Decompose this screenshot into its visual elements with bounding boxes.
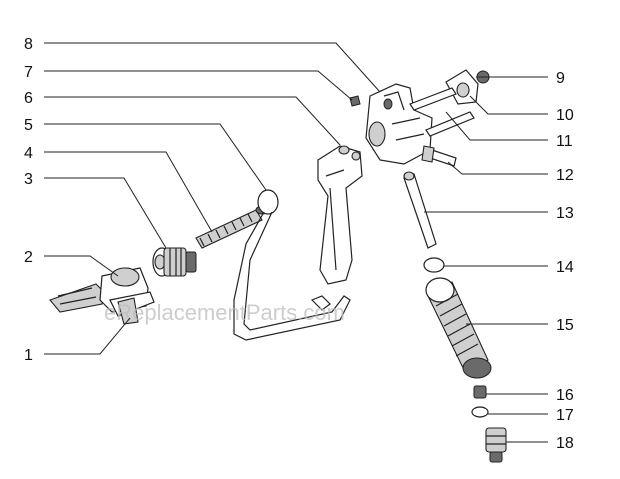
part-filter [473, 385, 487, 399]
callout-14: 14 [556, 259, 574, 276]
part-gun-head [365, 83, 433, 165]
callout-1: 1 [24, 347, 33, 364]
leader-lines [44, 42, 548, 443]
part-tip-guard [49, 267, 155, 325]
part-tip-housing [152, 247, 197, 277]
part-fluid-tube [403, 171, 437, 249]
part-inlet-fitting [485, 427, 507, 463]
callout-7: 7 [24, 64, 33, 81]
part-trigger-lock [445, 69, 479, 105]
callout-18: 18 [556, 435, 574, 452]
callout-9: 9 [556, 70, 565, 87]
part-trigger [233, 189, 351, 341]
callout-4: 4 [24, 145, 33, 162]
callout-17: 17 [556, 407, 574, 424]
callout-3: 3 [24, 171, 33, 188]
part-o-ring [423, 257, 445, 273]
callout-8: 8 [24, 36, 33, 53]
callout-13: 13 [556, 205, 574, 222]
part-bolt [421, 145, 457, 167]
callout-5: 5 [24, 117, 33, 134]
callout-16: 16 [556, 387, 574, 404]
callout-11: 11 [556, 133, 573, 150]
callout-15: 15 [556, 317, 574, 334]
part-small-screw [349, 95, 361, 107]
callout-10: 10 [556, 107, 574, 124]
part-handle [317, 145, 363, 285]
callout-labels: 8 7 6 5 4 3 2 1 9 10 11 12 13 14 15 16 1… [24, 36, 574, 452]
callout-6: 6 [24, 90, 33, 107]
part-grip-housing [425, 277, 492, 379]
callout-2: 2 [24, 249, 33, 266]
part-seal [471, 406, 489, 418]
part-pins [409, 87, 475, 137]
callout-12: 12 [556, 167, 574, 184]
part-valve-assembly [195, 205, 269, 249]
watermark: eReplacementParts.com [104, 300, 345, 325]
